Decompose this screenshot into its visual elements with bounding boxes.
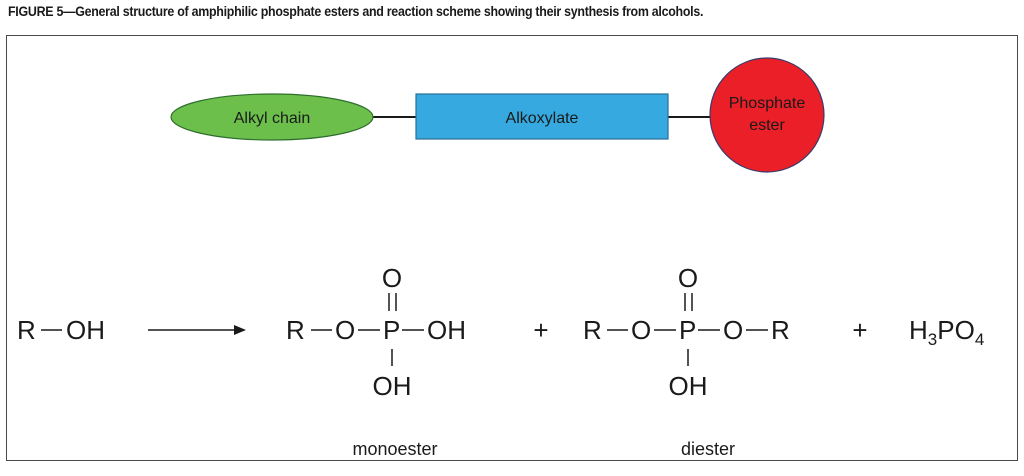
reaction-arrow-head xyxy=(234,325,246,335)
diester-name: diester xyxy=(681,439,735,459)
figure-caption: FIGURE 5—General structure of amphiphili… xyxy=(8,4,704,19)
alkyl-chain-ellipse xyxy=(170,93,374,141)
monoester-oh-bottom: OH xyxy=(373,371,412,401)
phosphate-label-line2: ester xyxy=(749,117,785,134)
reactant-oh: OH xyxy=(66,315,105,345)
phosphate-ester-circle xyxy=(709,57,825,173)
diester-o2: O xyxy=(723,315,743,345)
diester-r1: R xyxy=(583,315,602,345)
phosphate-label-line1: Phosphate xyxy=(729,95,806,112)
monoester-r: R xyxy=(286,315,305,345)
diester-p: P xyxy=(679,315,696,345)
monoester-oh-right: OH xyxy=(427,315,466,345)
monoester-o: O xyxy=(335,315,355,345)
figure-frame xyxy=(6,35,1018,461)
monoester-o-top: O xyxy=(382,263,402,293)
acid-po: PO xyxy=(937,315,975,345)
diester-o-top: O xyxy=(678,263,698,293)
acid-sub-3: 3 xyxy=(928,330,937,349)
plus-sign-1: + xyxy=(533,315,548,345)
alkyl-chain-label: Alkyl chain xyxy=(234,110,310,127)
diester-r2: R xyxy=(771,315,790,345)
monoester-name: monoester xyxy=(352,439,437,459)
diester-oh-bottom: OH xyxy=(669,371,708,401)
acid-sub-4: 4 xyxy=(975,330,984,349)
diester-o1: O xyxy=(631,315,651,345)
alkoxylate-rect xyxy=(415,93,669,140)
reactant-r: R xyxy=(17,315,36,345)
monoester-p: P xyxy=(383,315,400,345)
plus-sign-2: + xyxy=(852,315,867,345)
acid-h: H xyxy=(909,315,928,345)
phosphoric-acid-formula: H3PO4 xyxy=(909,315,984,349)
alkoxylate-label: Alkoxylate xyxy=(506,110,579,127)
